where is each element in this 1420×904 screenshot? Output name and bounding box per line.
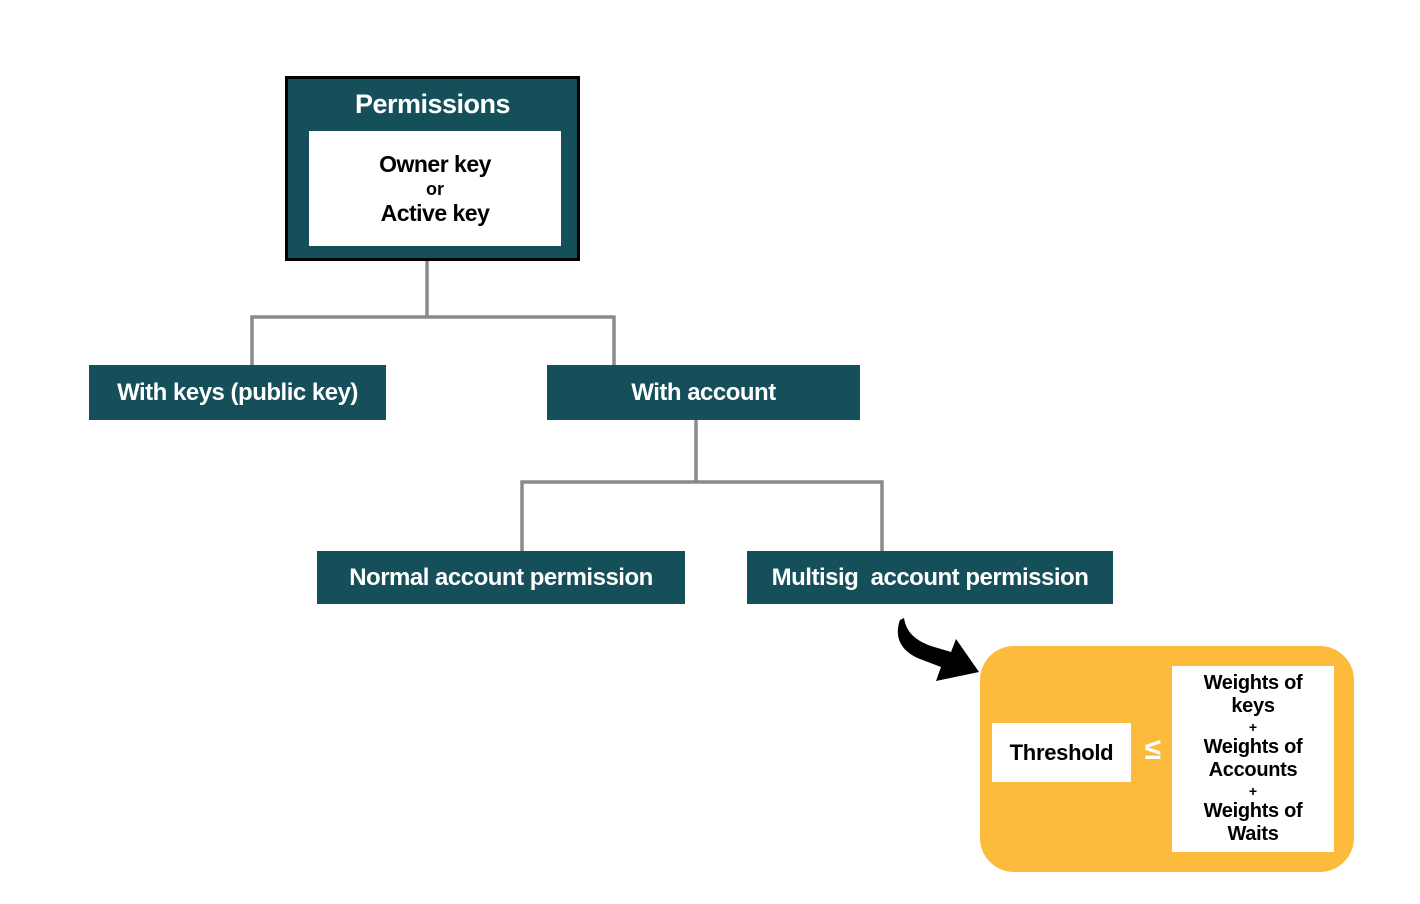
plus-sign-1: + — [1248, 719, 1258, 735]
permissions-node: Permissions Owner key or Active key — [285, 76, 580, 261]
weights-of-keys-line-2: keys — [1231, 695, 1275, 717]
weights-of-accounts-line-1: Weights of — [1203, 736, 1303, 758]
owner-key-label: Owner key — [379, 150, 491, 177]
with-account-node: With account — [547, 365, 860, 420]
multisig-account-permission-node: Multisig account permission — [747, 551, 1113, 604]
threshold-box: Threshold — [992, 723, 1131, 782]
weights-of-waits-line-1: Weights of — [1203, 800, 1303, 822]
connector-account-to-level2 — [520, 420, 884, 552]
connector-root-to-level1 — [250, 261, 616, 366]
active-key-label: Active key — [380, 199, 490, 226]
weights-of-waits-line-2: Waits — [1227, 823, 1279, 845]
permissions-title: Permissions — [354, 89, 511, 119]
weights-of-keys-line-1: Weights of — [1203, 672, 1303, 694]
normal-account-permission-node: Normal account permission — [317, 551, 685, 604]
multisig-detail-panel: Threshold ≤ Weights of keys + Weights of… — [980, 646, 1354, 872]
plus-sign-2: + — [1248, 783, 1258, 799]
less-than-or-equal-symbol: ≤ — [1144, 733, 1162, 766]
weights-of-accounts-line-2: Accounts — [1208, 759, 1298, 781]
with-keys-node: With keys (public key) — [89, 365, 386, 420]
curved-arrow-icon — [897, 618, 979, 681]
key-type-box: Owner key or Active key — [309, 131, 561, 246]
weights-sum-box: Weights of keys + Weights of Accounts + … — [1172, 666, 1334, 852]
or-label: or — [426, 178, 444, 199]
